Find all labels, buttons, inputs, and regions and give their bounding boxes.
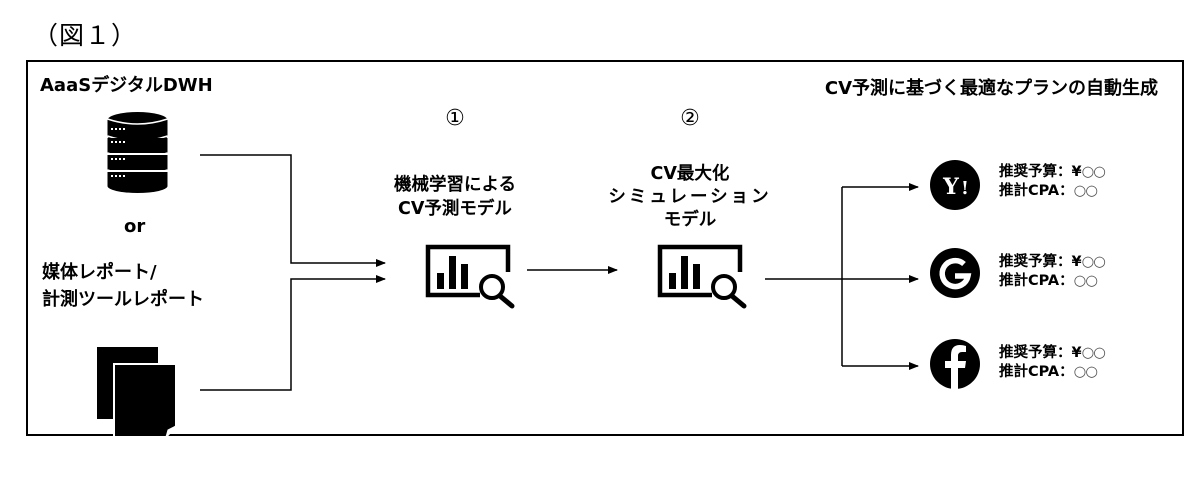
step2-label-line1: CV最大化 bbox=[650, 164, 730, 184]
cpa-label: 推計CPA： bbox=[999, 183, 1074, 199]
step1-number: ① bbox=[445, 106, 465, 131]
report-source-label: 媒体レポート/ 計測ツールレポート bbox=[42, 259, 204, 313]
google-budget-row: 推奨予算：¥○○ bbox=[999, 253, 1106, 272]
cpa-value: ○○ bbox=[1073, 273, 1098, 289]
diagram-frame bbox=[26, 60, 1184, 436]
figure-title: （図１） bbox=[33, 21, 138, 50]
budget-label: 推奨予算： bbox=[999, 345, 1072, 361]
facebook-plan-label: 推奨予算：¥○○ 推計CPA：○○ bbox=[999, 344, 1106, 382]
report-label-line1: 媒体レポート/ bbox=[42, 262, 157, 283]
output-connectors bbox=[765, 183, 919, 370]
svg-text:Y: Y bbox=[942, 174, 959, 200]
header-right-label: CV予測に基づく最適なプランの自動生成 bbox=[824, 78, 1158, 99]
report-label-line2: 計測ツールレポート bbox=[42, 289, 204, 310]
budget-value: ○○ bbox=[1081, 345, 1106, 361]
budget-value: ○○ bbox=[1081, 164, 1106, 180]
database-icon bbox=[107, 112, 168, 193]
cpa-label: 推計CPA： bbox=[999, 273, 1074, 289]
cpa-value: ○○ bbox=[1073, 183, 1098, 199]
step2-model-label: CV最大化 シミュレーション モデル bbox=[580, 163, 800, 232]
budget-label: 推奨予算： bbox=[999, 164, 1072, 180]
step2-label-line2: シミュレーション bbox=[608, 187, 772, 207]
step1-label-line1: 機械学習による bbox=[394, 175, 516, 195]
step1-chart-analysis-icon bbox=[425, 244, 515, 309]
cpa-label: 推計CPA： bbox=[999, 364, 1074, 380]
yahoo-cpa-row: 推計CPA：○○ bbox=[999, 182, 1105, 201]
step2-number: ② bbox=[680, 106, 700, 131]
budget-value: ○○ bbox=[1081, 254, 1106, 270]
header-left-label: AaaSデジタルDWH bbox=[40, 75, 213, 96]
documents-icon bbox=[97, 347, 177, 438]
facebook-budget-row: 推奨予算：¥○○ bbox=[999, 344, 1106, 363]
cpa-value: ○○ bbox=[1073, 364, 1098, 380]
or-label: or bbox=[124, 216, 146, 237]
yen-sign: ¥ bbox=[1071, 254, 1082, 270]
step1-model-label: 機械学習による CV予測モデル bbox=[345, 173, 565, 221]
yahoo-budget-row: 推奨予算：¥○○ bbox=[999, 163, 1106, 182]
svg-text:!: ! bbox=[961, 178, 969, 199]
google-cpa-row: 推計CPA：○○ bbox=[999, 272, 1105, 291]
yen-sign: ¥ bbox=[1071, 345, 1082, 361]
google-logo-icon bbox=[930, 248, 980, 298]
budget-label: 推奨予算： bbox=[999, 254, 1072, 270]
step2-chart-analysis-icon bbox=[657, 244, 747, 309]
input-connector-top bbox=[200, 154, 386, 267]
google-plan-label: 推奨予算：¥○○ 推計CPA：○○ bbox=[999, 253, 1106, 291]
facebook-cpa-row: 推計CPA：○○ bbox=[999, 363, 1105, 382]
yen-sign: ¥ bbox=[1071, 164, 1082, 180]
yahoo-logo-icon: Y ! bbox=[930, 160, 980, 210]
yahoo-plan-label: 推奨予算：¥○○ 推計CPA：○○ bbox=[999, 163, 1106, 201]
input-connector-bottom bbox=[200, 275, 386, 391]
facebook-logo-icon bbox=[930, 339, 980, 389]
step1-label-line2: CV予測モデル bbox=[398, 199, 512, 219]
step2-label-line3: モデル bbox=[663, 210, 717, 230]
